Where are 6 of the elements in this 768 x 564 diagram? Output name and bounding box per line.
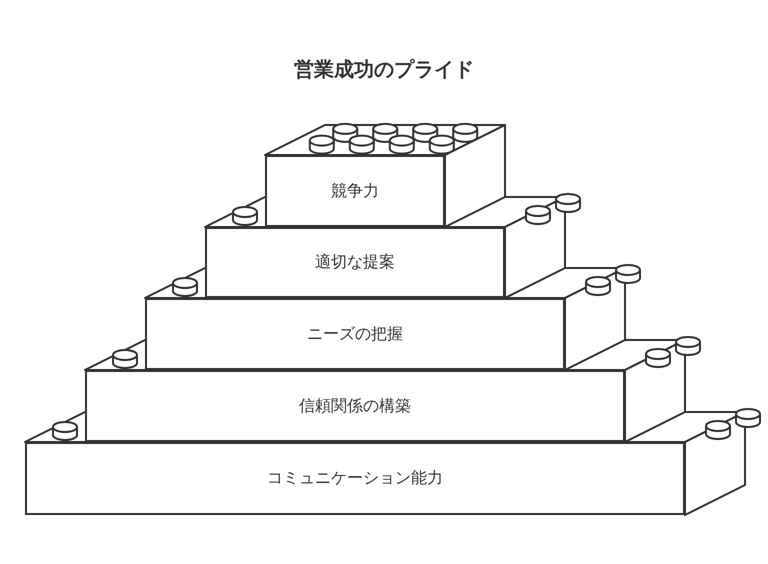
brick-label: コミュニケーション能力 — [267, 468, 443, 489]
brick-label: 適切な提案 — [315, 252, 395, 273]
brick-label: ニーズの把握 — [307, 324, 403, 344]
diagram-title: 営業成功のプライド — [293, 56, 475, 83]
brick-label: 競争力 — [331, 180, 379, 202]
brick-label: 信頼関係の構築 — [299, 396, 411, 416]
